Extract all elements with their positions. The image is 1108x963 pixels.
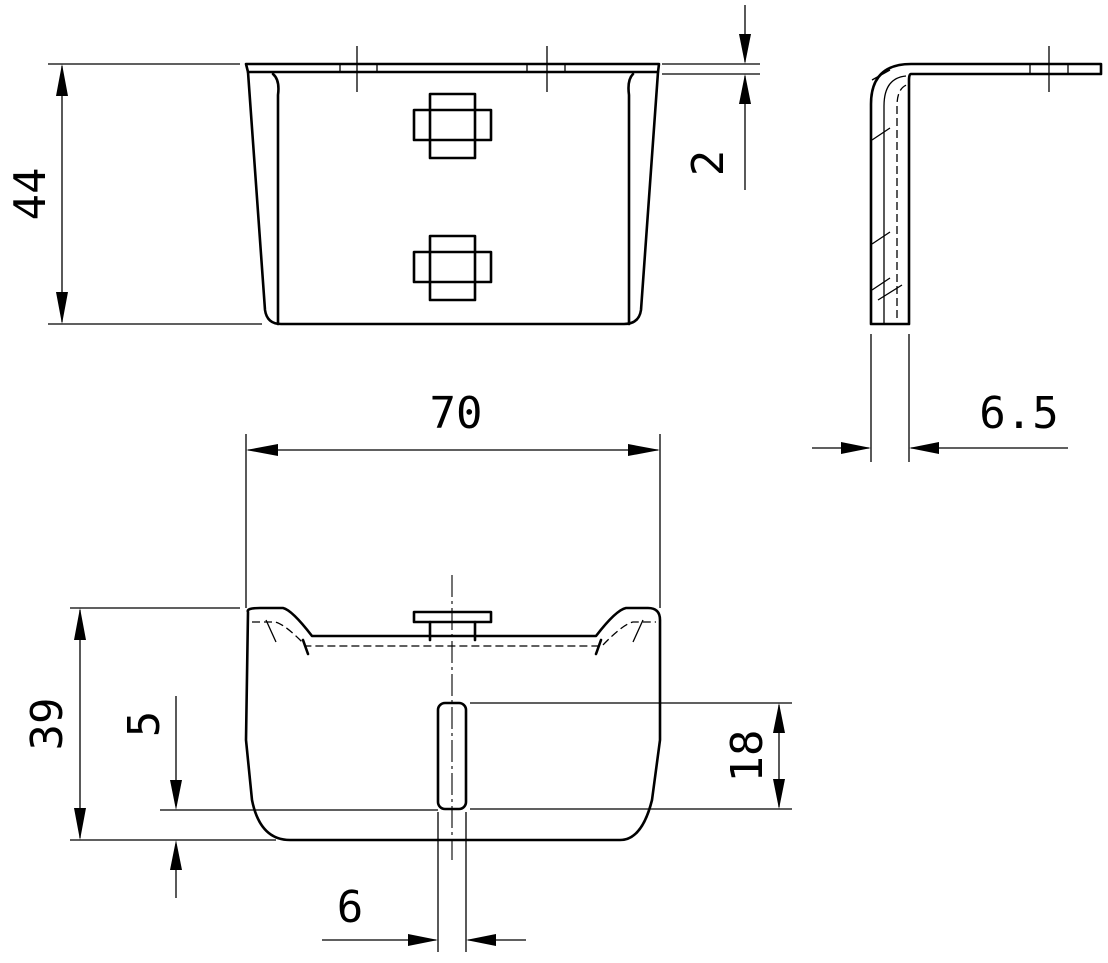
side-view	[869, 46, 1103, 326]
square-boss-lower	[412, 234, 493, 302]
dimension-width: 70	[245, 388, 661, 608]
front-view	[244, 46, 661, 326]
dimension-thickness: 2	[662, 5, 760, 190]
dimension-5-label: 5	[119, 711, 170, 738]
dimension-6-label: 6	[337, 882, 364, 933]
dimension-70-label: 70	[430, 388, 483, 439]
dimension-side-offset: 6.5	[812, 334, 1068, 462]
dimension-edge-offset: 5	[119, 696, 438, 898]
dimension-slot-width: 6	[322, 812, 526, 952]
dimension-2-label: 2	[683, 150, 734, 177]
dimension-6-5-label: 6.5	[979, 388, 1058, 439]
square-boss-upper	[412, 92, 493, 160]
dimension-44-label: 44	[5, 168, 56, 221]
dimension-slot-length: 18	[470, 702, 792, 810]
dimension-height-bottom: 39	[22, 607, 276, 841]
bottom-view	[244, 575, 662, 860]
dimension-18-label: 18	[722, 730, 773, 783]
dimension-height-front: 44	[5, 63, 262, 325]
dimension-39-label: 39	[22, 698, 73, 751]
